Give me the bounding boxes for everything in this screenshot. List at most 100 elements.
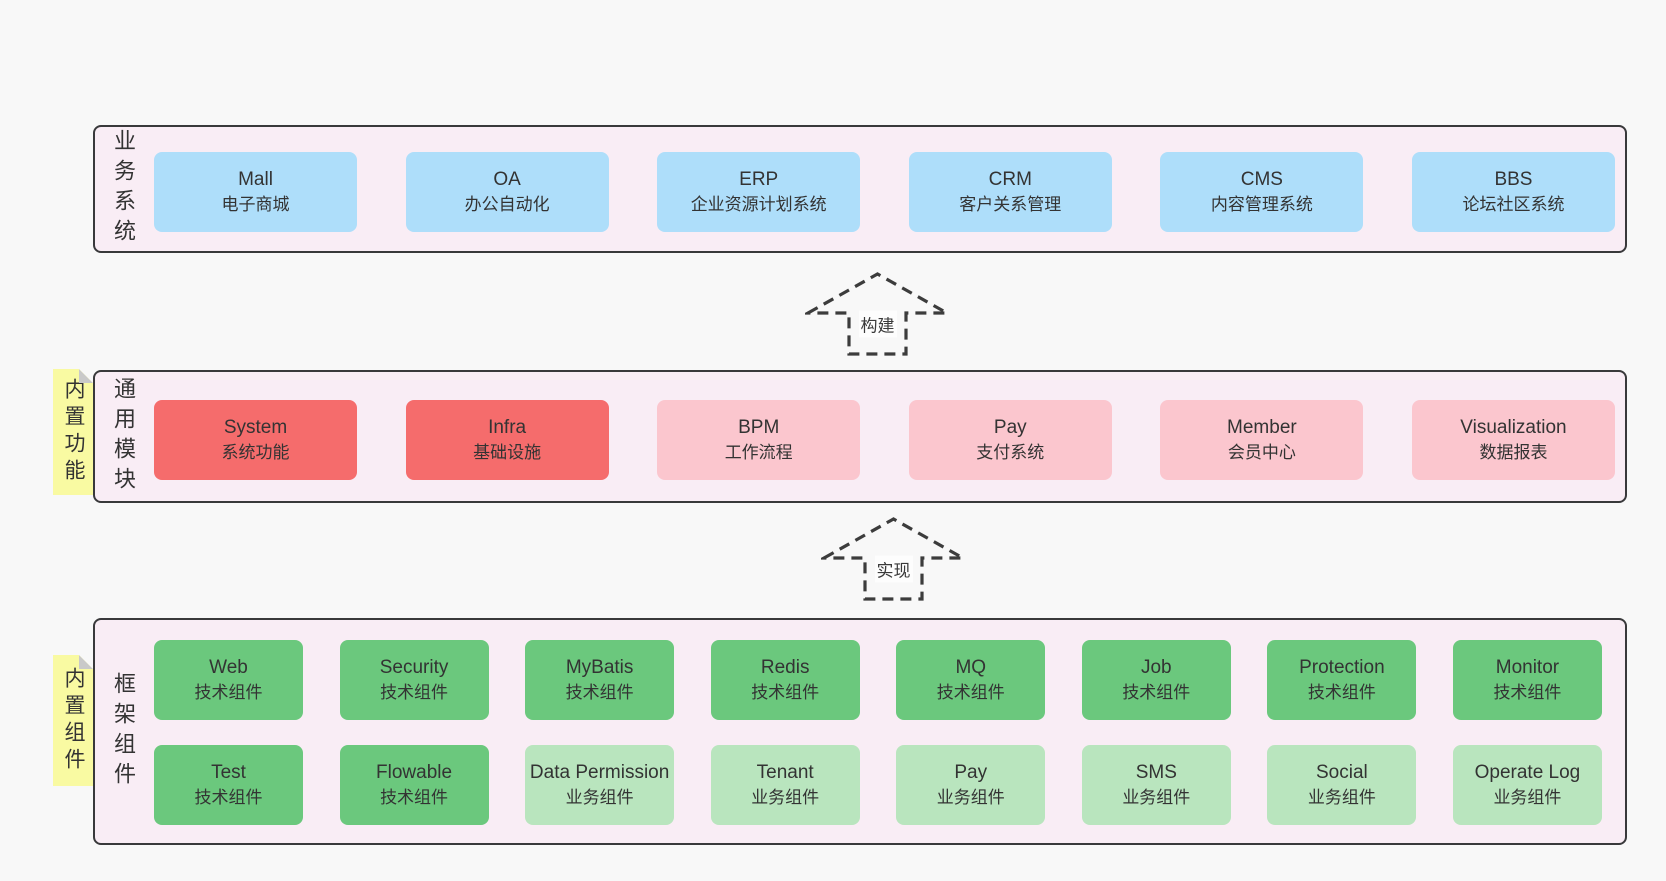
- box-operate-log: Operate Log 业务组件: [1452, 745, 1602, 825]
- box-oa: OA 办公自动化: [405, 152, 609, 232]
- folded-corner-icon: [79, 369, 93, 383]
- box-subtitle: 业务组件: [936, 788, 1005, 808]
- box-title: MyBatis: [565, 657, 634, 679]
- box-system: System 系统功能: [154, 400, 357, 480]
- box-sms: SMS 业务组件: [1081, 745, 1231, 825]
- box-subtitle: 技术组件: [380, 788, 449, 808]
- section-business-systems: 业务系统 Mall 电子商城 OA 办公自动化 ERP 企业资源计划系统 CRM…: [93, 125, 1627, 253]
- box-subtitle: 工作流程: [724, 443, 793, 463]
- box-crm: CRM 客户关系管理: [908, 152, 1112, 232]
- box-title: Tenant: [756, 762, 814, 784]
- box-subtitle: 系统功能: [221, 443, 290, 463]
- box-mall: Mall 电子商城: [154, 152, 357, 232]
- box-subtitle: 技术组件: [194, 683, 263, 703]
- box-title: BBS: [1494, 169, 1533, 191]
- box-subtitle: 业务组件: [1493, 788, 1562, 808]
- folded-corner-icon: [79, 655, 93, 669]
- box-title: MQ: [955, 657, 987, 679]
- box-subtitle: 业务组件: [1122, 788, 1191, 808]
- box-subtitle: 基础设施: [473, 443, 542, 463]
- box-subtitle: 业务组件: [565, 788, 634, 808]
- box-subtitle: 技术组件: [565, 683, 634, 703]
- box-subtitle: 技术组件: [751, 683, 820, 703]
- implement-arrow-label: 实现: [874, 555, 913, 583]
- box-pay-module: Pay 支付系统: [908, 400, 1112, 480]
- box-bbs: BBS 论坛社区系统: [1411, 152, 1615, 232]
- business-box-row: Mall 电子商城 OA 办公自动化 ERP 企业资源计划系统 CRM 客户关系…: [154, 152, 1615, 232]
- sticky-note-text: 内置功能: [62, 378, 85, 486]
- box-title: ERP: [739, 169, 779, 191]
- box-title: Test: [211, 762, 246, 784]
- section-label-modules: 通用模块: [111, 376, 136, 497]
- box-title: Web: [209, 657, 248, 679]
- box-mq: MQ 技术组件: [896, 640, 1046, 720]
- box-mybatis: MyBatis 技术组件: [525, 640, 675, 720]
- sticky-note-builtin-features: 内置功能: [53, 369, 93, 495]
- box-title: CMS: [1240, 169, 1283, 191]
- box-subtitle: 会员中心: [1227, 443, 1296, 463]
- box-cms: CMS 内容管理系统: [1160, 152, 1364, 232]
- box-web: Web 技术组件: [154, 640, 303, 720]
- box-title: Pay: [993, 417, 1027, 439]
- build-arrow-label: 构建: [858, 310, 897, 338]
- dashed-up-arrow-icon: [805, 272, 950, 356]
- box-title: BPM: [738, 417, 780, 439]
- box-subtitle: 技术组件: [1493, 683, 1562, 703]
- sticky-note-text: 内置组件: [62, 666, 85, 775]
- box-title: Pay: [954, 762, 988, 784]
- box-member: Member 会员中心: [1160, 400, 1364, 480]
- box-subtitle: 办公自动化: [464, 195, 550, 215]
- box-tenant: Tenant 业务组件: [710, 745, 860, 825]
- box-title: Flowable: [376, 762, 453, 784]
- box-subtitle: 电子商城: [221, 195, 290, 215]
- box-visualization: Visualization 数据报表: [1411, 400, 1615, 480]
- box-redis: Redis 技术组件: [710, 640, 860, 720]
- box-social: Social 业务组件: [1267, 745, 1417, 825]
- box-title: Operate Log: [1474, 762, 1581, 784]
- box-subtitle: 技术组件: [194, 788, 263, 808]
- box-protection: Protection 技术组件: [1267, 640, 1417, 720]
- box-title: Protection: [1299, 657, 1385, 679]
- box-subtitle: 技术组件: [380, 683, 449, 703]
- box-title: Social: [1316, 762, 1368, 784]
- box-monitor: Monitor 技术组件: [1452, 640, 1602, 720]
- section-label-business: 业务系统: [111, 129, 136, 249]
- box-title: Infra: [488, 417, 527, 439]
- box-subtitle: 技术组件: [1307, 683, 1376, 703]
- box-title: Redis: [760, 657, 810, 679]
- box-title: Security: [379, 657, 449, 679]
- box-subtitle: 业务组件: [751, 788, 820, 808]
- box-title: OA: [493, 169, 521, 191]
- implement-arrow: 实现: [821, 516, 966, 602]
- box-subtitle: 支付系统: [976, 443, 1045, 463]
- box-subtitle: 技术组件: [936, 683, 1005, 703]
- box-subtitle: 企业资源计划系统: [690, 195, 827, 215]
- section-label-components: 框架组件: [111, 671, 136, 792]
- box-security: Security 技术组件: [339, 640, 489, 720]
- box-title: Visualization: [1460, 417, 1567, 439]
- components-box-row-1: Web 技术组件 Security 技术组件 MyBatis 技术组件 Redi…: [154, 640, 1602, 720]
- box-title: System: [223, 417, 288, 439]
- box-job: Job 技术组件: [1081, 640, 1231, 720]
- box-data-permission: Data Permission 业务组件: [525, 745, 675, 825]
- box-title: Monitor: [1495, 657, 1560, 679]
- build-arrow: 构建: [805, 271, 950, 357]
- box-flowable: Flowable 技术组件: [339, 745, 489, 825]
- box-subtitle: 技术组件: [1122, 683, 1191, 703]
- dashed-up-arrow-icon: [821, 517, 966, 601]
- box-title: Mall: [238, 169, 273, 191]
- sticky-note-builtin-components: 内置组件: [53, 655, 93, 786]
- components-box-row-2: Test 技术组件 Flowable 技术组件 Data Permission …: [154, 745, 1602, 825]
- box-title: Job: [1140, 657, 1172, 679]
- box-title: Data Permission: [529, 762, 670, 784]
- box-subtitle: 内容管理系统: [1210, 195, 1313, 215]
- modules-box-row: System 系统功能 Infra 基础设施 BPM 工作流程 Pay 支付系统…: [154, 400, 1615, 480]
- box-title: CRM: [988, 169, 1032, 191]
- box-bpm: BPM 工作流程: [657, 400, 861, 480]
- box-erp: ERP 企业资源计划系统: [657, 152, 861, 232]
- box-subtitle: 数据报表: [1479, 443, 1548, 463]
- box-subtitle: 客户关系管理: [959, 195, 1062, 215]
- box-subtitle: 业务组件: [1307, 788, 1376, 808]
- box-test: Test 技术组件: [154, 745, 303, 825]
